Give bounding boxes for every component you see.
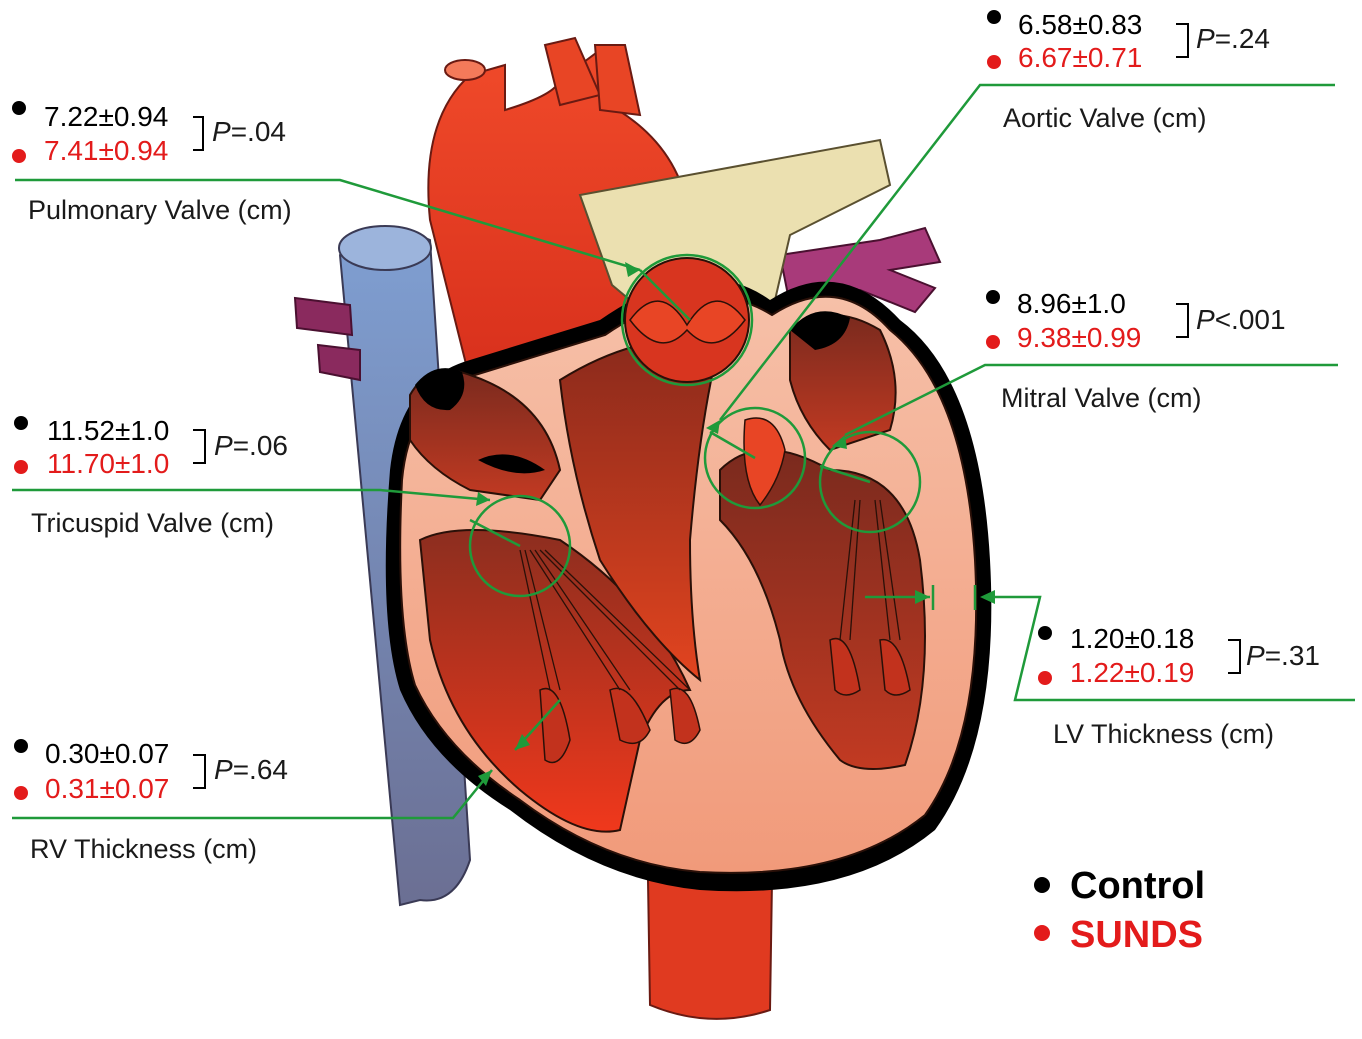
legend: Control SUNDS [1034,865,1205,956]
control-dot [14,739,28,753]
legend-control-dot [1034,877,1050,893]
p-value: P=.04 [212,116,286,147]
measurement-label: Tricuspid Valve (cm) [31,508,274,538]
p-value: P<.001 [1196,304,1286,335]
sunds-value: 6.67±0.71 [1018,42,1142,73]
sunds-value: 1.22±0.19 [1070,657,1194,688]
sunds-dot [12,149,26,163]
sunds-dot [14,460,28,474]
control-value: 8.96±1.0 [1017,288,1126,319]
p-value: P=.06 [214,430,288,461]
measurement-label: RV Thickness (cm) [30,834,257,864]
p-value: P=.64 [214,754,288,785]
mitral-annotation: 8.96±1.0 9.38±0.99 P<.001 Mitral Valve (… [986,288,1286,413]
bracket [193,755,205,788]
control-dot [1038,626,1052,640]
measurement-label: Pulmonary Valve (cm) [28,195,292,225]
descending-vessel [648,880,772,1019]
legend-control-label: Control [1070,865,1205,907]
aortic-branch-3 [595,45,640,115]
pulmonary-vein-left [295,298,352,335]
sunds-value: 11.70±1.0 [47,448,169,479]
lv-annotation: 1.20±0.18 1.22±0.19 P=.31 LV Thickness (… [1038,623,1320,749]
bracket [193,117,203,150]
tricuspid-annotation: 11.52±1.0 11.70±1.0 P=.06 Tricuspid Valv… [14,415,288,538]
control-dot [986,290,1000,304]
pulmonary-vein-left-2 [318,345,360,380]
bracket [1176,304,1188,337]
control-value: 1.20±0.18 [1070,623,1194,654]
sunds-value: 7.41±0.94 [44,135,168,166]
control-dot [12,101,26,115]
bracket [1176,24,1188,57]
aortic-branch-opening [445,60,485,80]
control-dot [14,416,28,430]
control-value: 0.30±0.07 [45,738,169,769]
sunds-dot [1038,671,1052,685]
control-value: 6.58±0.83 [1018,9,1142,40]
control-dot [987,10,1001,24]
sunds-value: 0.31±0.07 [45,773,169,804]
bracket [193,430,205,463]
sunds-dot [986,335,1000,349]
p-value: P=.24 [1196,23,1270,54]
sunds-dot [14,786,28,800]
bracket [1228,640,1240,673]
sunds-value: 9.38±0.99 [1017,322,1141,353]
legend-sunds-label: SUNDS [1070,914,1203,956]
control-value: 11.52±1.0 [47,415,169,446]
vena-cava-opening [339,226,431,270]
legend-sunds-dot [1034,925,1050,941]
sunds-dot [987,55,1001,69]
measurement-label: Mitral Valve (cm) [1001,383,1202,413]
control-value: 7.22±0.94 [44,101,168,132]
p-value: P=.31 [1246,640,1320,671]
measurement-label: LV Thickness (cm) [1053,719,1274,749]
pulmonary-annotation: 7.22±0.94 7.41±0.94 P=.04 Pulmonary Valv… [12,101,292,225]
aortic-annotation: 6.58±0.83 6.67±0.71 P=.24 Aortic Valve (… [987,9,1270,133]
rv-annotation: 0.30±0.07 0.31±0.07 P=.64 RV Thickness (… [14,738,288,864]
measurement-label: Aortic Valve (cm) [1003,103,1207,133]
